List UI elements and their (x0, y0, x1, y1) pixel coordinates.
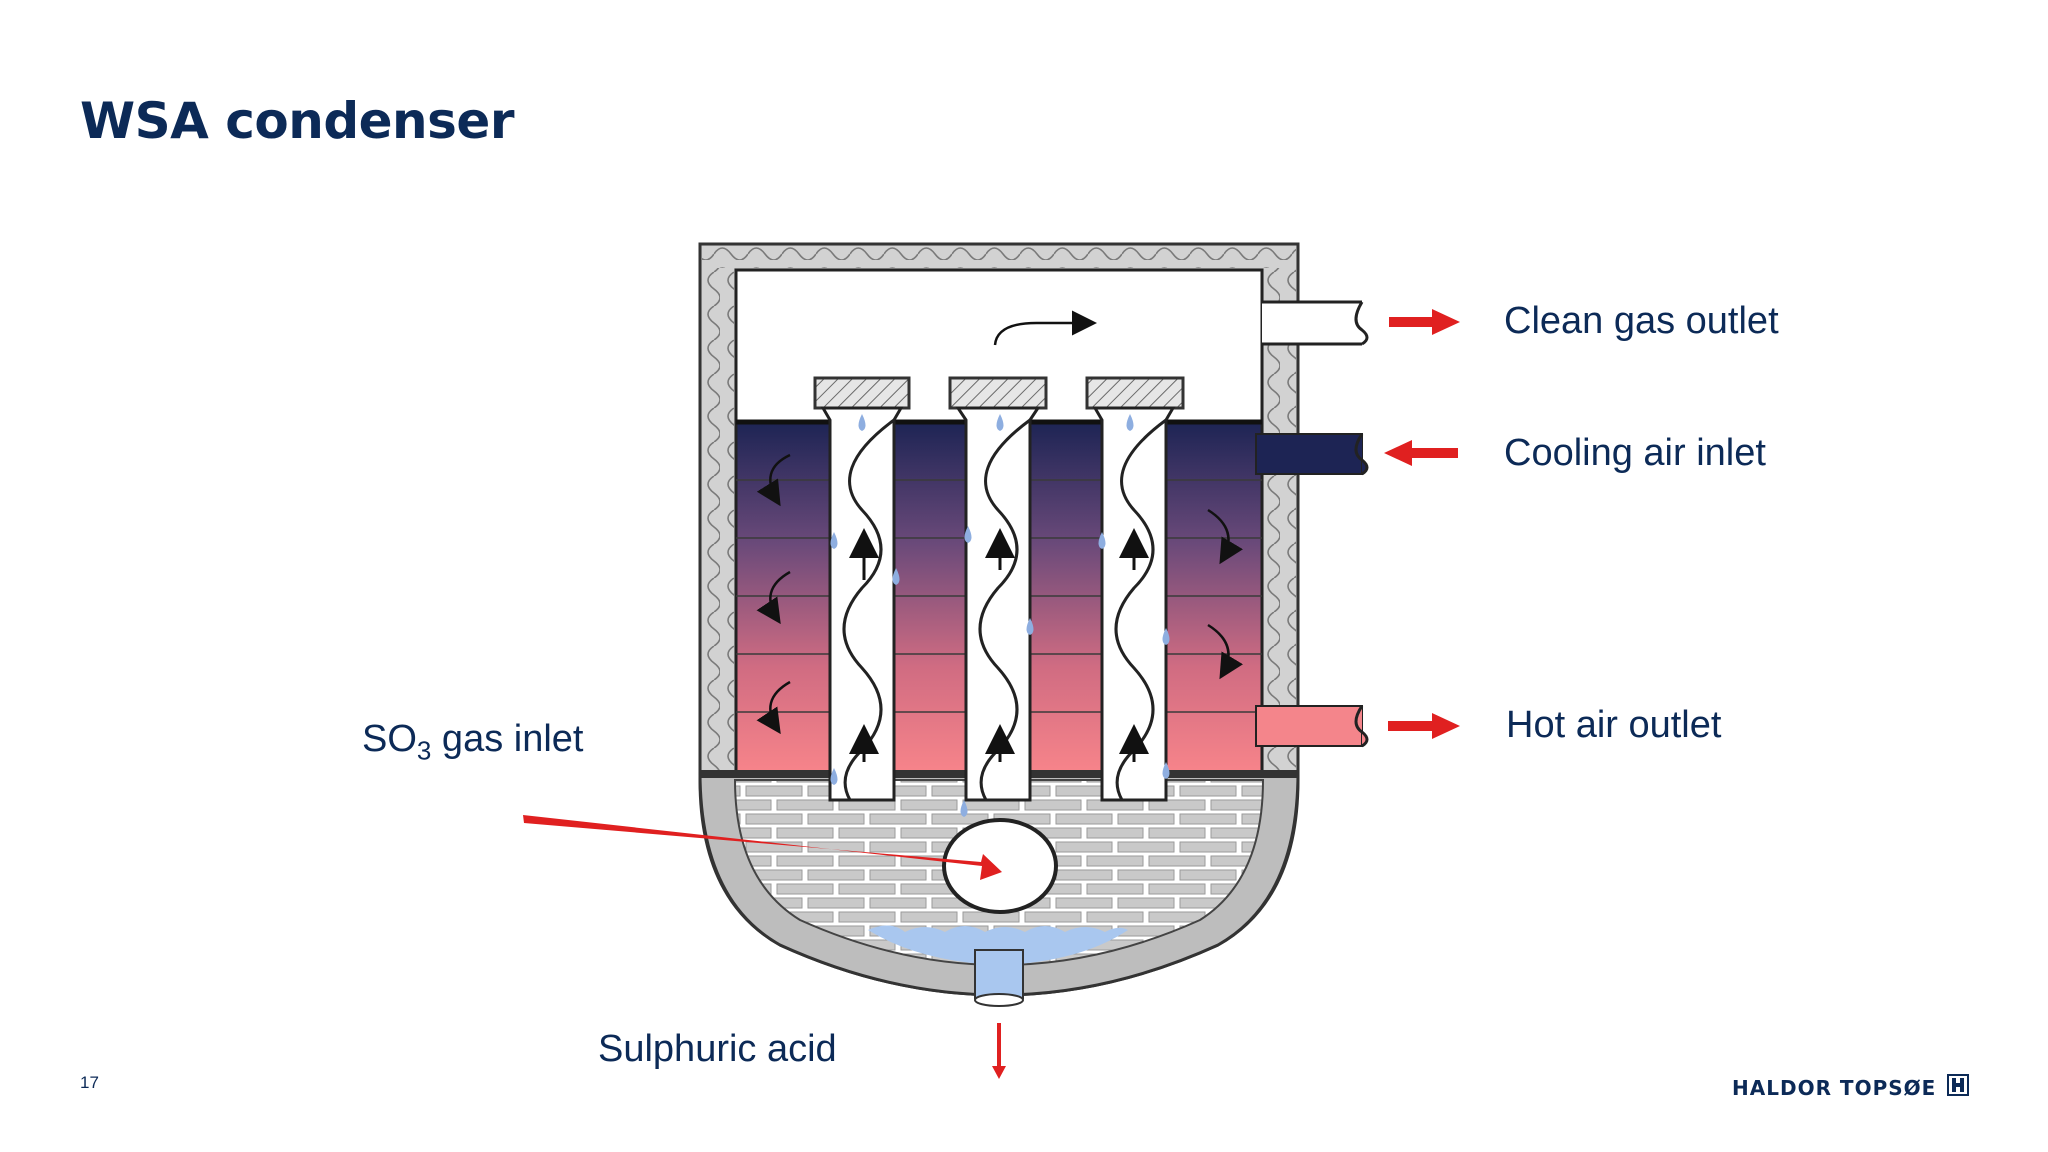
gas-flow-arrow (993, 310, 1097, 346)
glass-tube-2 (948, 376, 1048, 802)
glass-tube-1 (813, 376, 911, 802)
clean-gas-outlet-pipe (1262, 300, 1369, 346)
cooling-air-arrow (1384, 440, 1458, 466)
clean-gas-arrow (1389, 309, 1460, 335)
cooling-air-inlet-label: Cooling air inlet (1504, 432, 1766, 474)
glass-tube-3 (1085, 376, 1185, 802)
so3-prefix: SO (362, 718, 417, 760)
page-number: 17 (80, 1073, 99, 1092)
sulphuric-acid-arrow (992, 1023, 1006, 1079)
red-arrows (523, 309, 1460, 1079)
brand-name: HALDOR TOPSØE (1732, 1076, 1937, 1100)
hot-air-outlet-label: Hot air outlet (1506, 704, 1722, 746)
slide-title: WSA condenser (80, 92, 514, 150)
haldor-topsoe-logo-icon (1947, 1074, 1969, 1096)
sulphuric-acid-label: Sulphuric acid (598, 1028, 837, 1070)
so3-suffix: gas inlet (431, 718, 584, 760)
acid-droplets (830, 414, 1170, 865)
so3-inlet-arrow (523, 815, 1002, 880)
hot-air-arrow (1388, 713, 1460, 739)
hot-air-outlet-pipe (1255, 705, 1369, 748)
clean-gas-outlet-label: Clean gas outlet (1504, 300, 1779, 342)
so3-gas-inlet-label: SO3 gas inlet (362, 718, 583, 767)
glass-tubes (813, 376, 1185, 802)
cooling-air-inlet-pipe (1255, 433, 1369, 476)
so3-inlet-opening (942, 818, 1058, 914)
so3-subscript: 3 (416, 735, 432, 766)
